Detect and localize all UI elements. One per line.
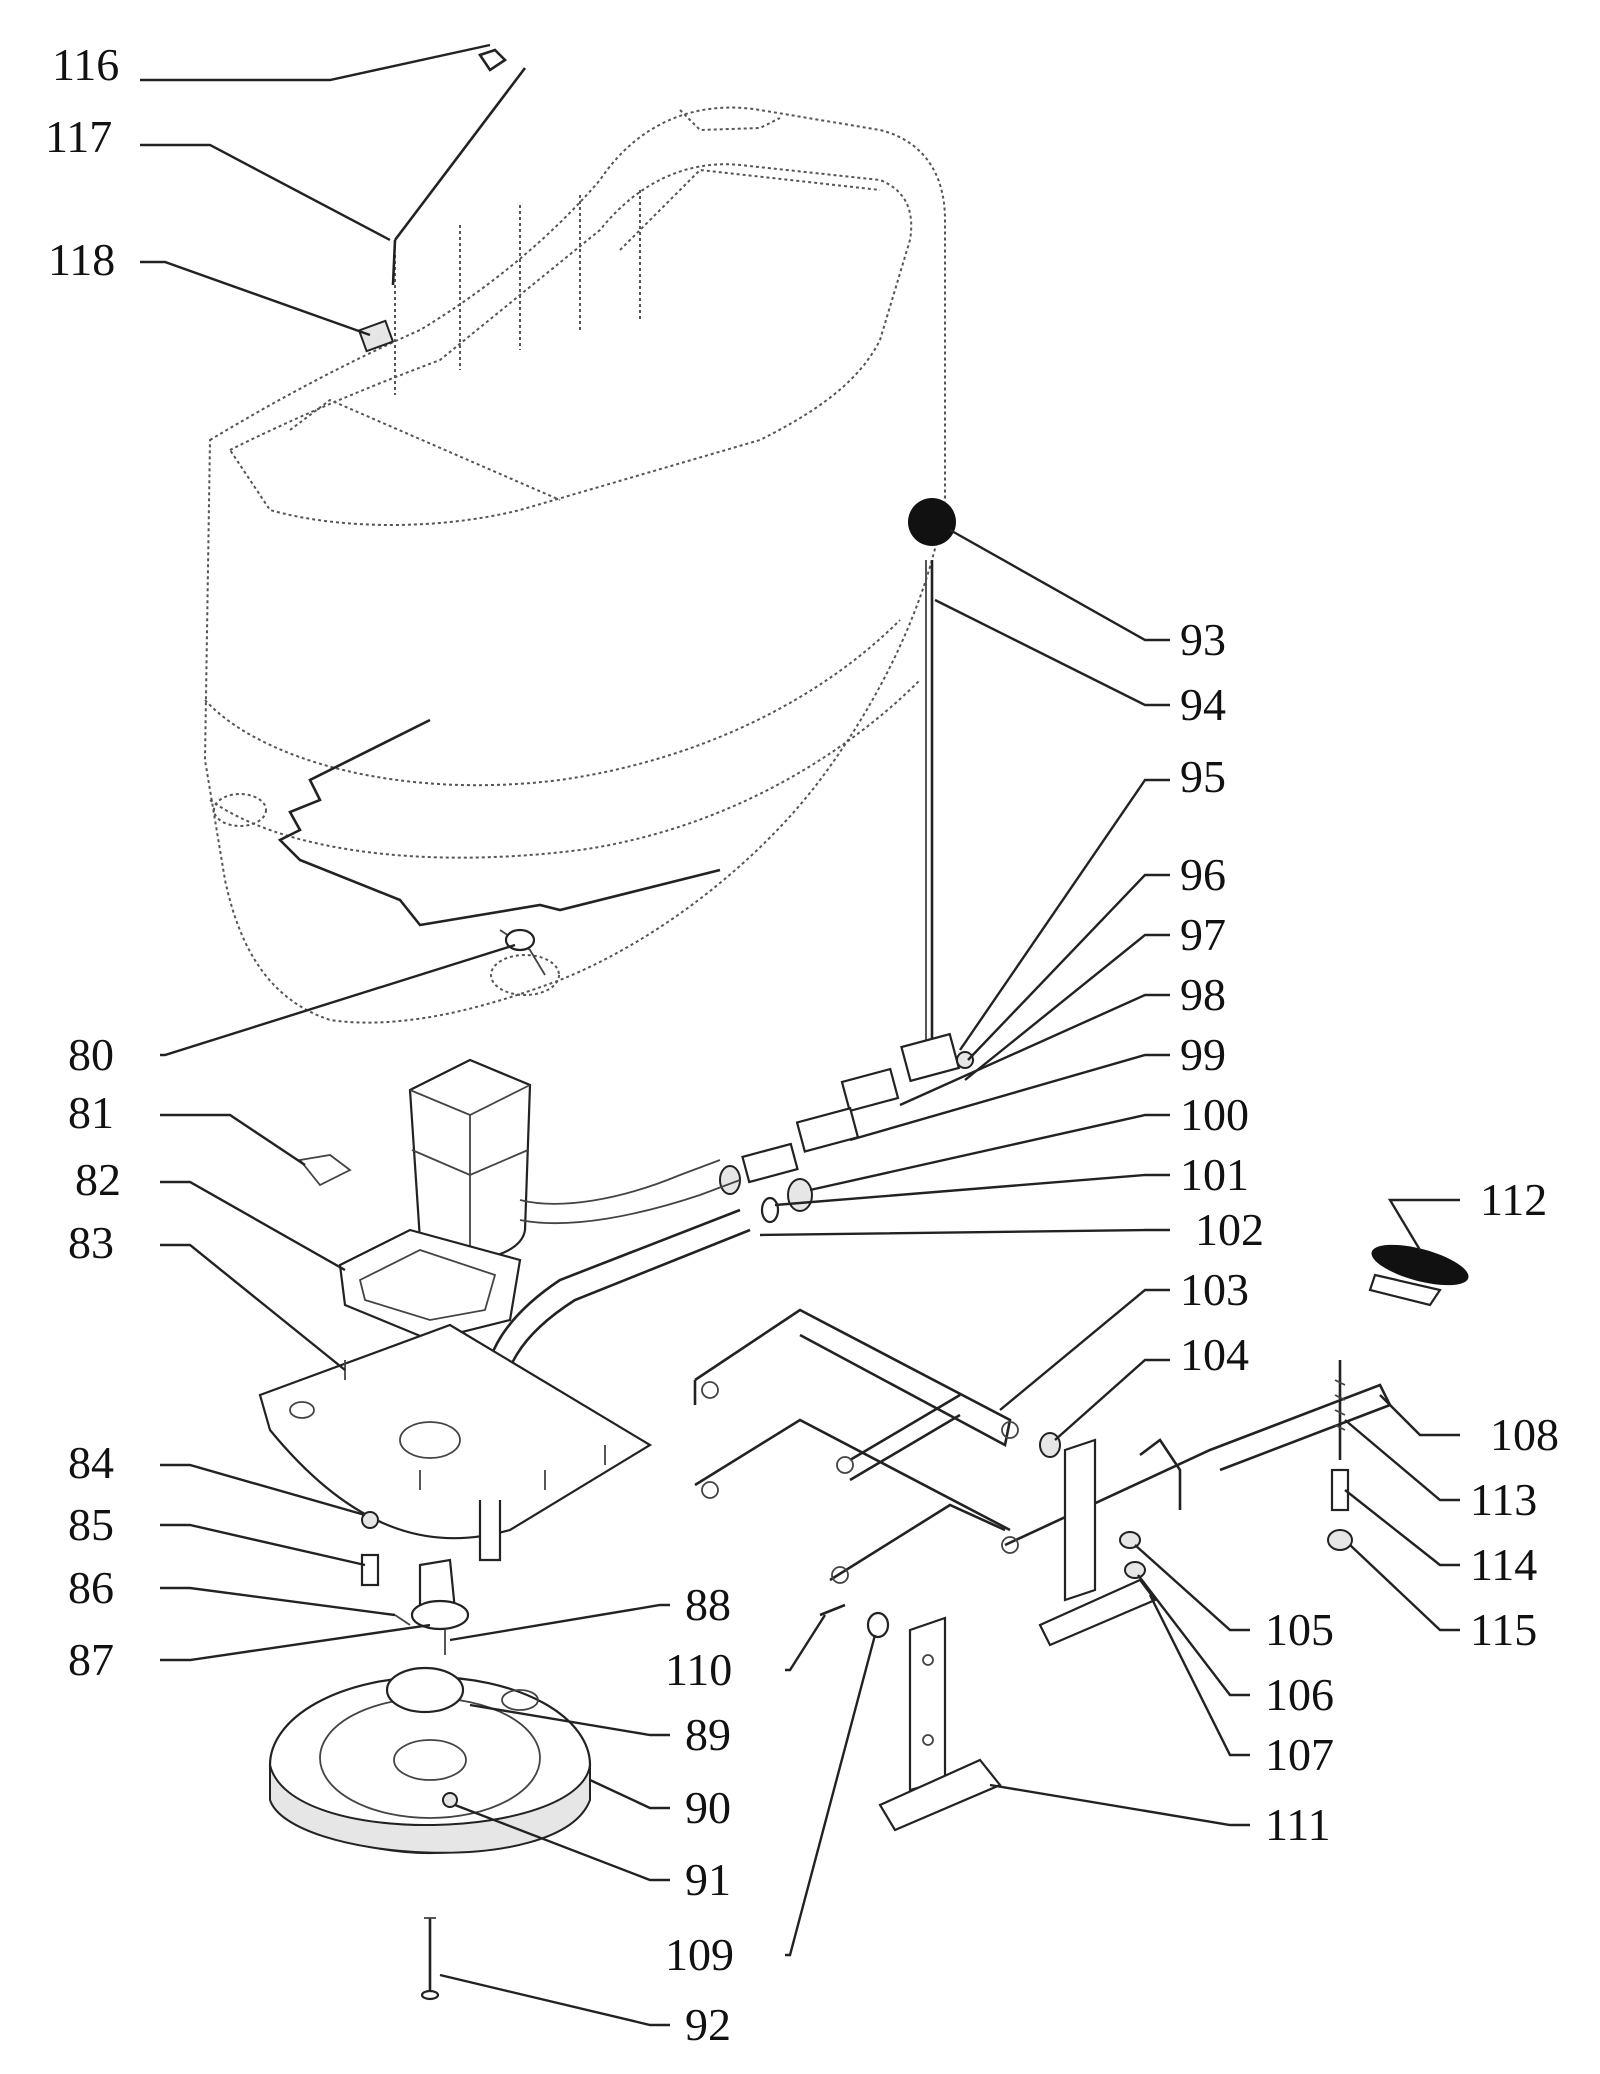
label-118: 118 bbox=[48, 234, 115, 285]
label-105: 105 bbox=[1265, 1604, 1334, 1655]
label-115: 115 bbox=[1470, 1604, 1537, 1655]
label-95: 95 bbox=[1180, 751, 1226, 802]
label-100: 100 bbox=[1180, 1089, 1249, 1140]
pedal-assembly bbox=[1327, 1244, 1469, 1551]
bracket-assembly bbox=[819, 1603, 1002, 1832]
label-96: 96 bbox=[1180, 849, 1226, 900]
label-88: 88 bbox=[685, 1579, 731, 1630]
base-plate bbox=[258, 1323, 653, 1562]
label-91: 91 bbox=[685, 1854, 731, 1905]
hub-fasteners bbox=[360, 1511, 470, 1655]
label-111: 111 bbox=[1265, 1799, 1331, 1850]
label-101: 101 bbox=[1180, 1149, 1249, 1200]
label-99: 99 bbox=[1180, 1029, 1226, 1080]
label-108: 108 bbox=[1490, 1409, 1559, 1460]
label-86: 86 bbox=[68, 1562, 114, 1613]
label-114: 114 bbox=[1470, 1539, 1537, 1590]
label-107: 107 bbox=[1265, 1729, 1334, 1780]
label-97: 97 bbox=[1180, 909, 1226, 960]
leader-lines bbox=[140, 43, 1460, 2027]
label-84: 84 bbox=[68, 1437, 114, 1488]
label-80: 80 bbox=[68, 1029, 114, 1080]
label-102: 102 bbox=[1195, 1204, 1264, 1255]
label-92: 92 bbox=[685, 1999, 731, 2050]
label-112: 112 bbox=[1480, 1174, 1547, 1225]
label-98: 98 bbox=[1180, 969, 1226, 1020]
label-113: 113 bbox=[1470, 1474, 1537, 1525]
label-89: 89 bbox=[685, 1709, 731, 1760]
label-82: 82 bbox=[75, 1154, 121, 1205]
motor-assembly bbox=[298, 1058, 751, 1421]
label-106: 106 bbox=[1265, 1669, 1334, 1720]
label-81: 81 bbox=[68, 1087, 114, 1138]
frame-assembly bbox=[693, 1308, 1392, 1647]
label-83: 83 bbox=[68, 1217, 114, 1268]
valve-fittings bbox=[719, 1032, 974, 1224]
label-87: 87 bbox=[68, 1634, 114, 1685]
handle-rod-assembly bbox=[357, 48, 527, 353]
knob-and-rod bbox=[908, 498, 956, 1050]
label-110: 110 bbox=[665, 1644, 732, 1695]
label-117: 117 bbox=[45, 111, 112, 162]
label-85: 85 bbox=[68, 1499, 114, 1550]
label-109: 109 bbox=[665, 1929, 734, 1980]
brush-disc bbox=[268, 1666, 592, 2001]
label-94: 94 bbox=[1180, 679, 1226, 730]
part-labels: 116 117 118 93 94 95 96 97 98 99 100 101… bbox=[45, 39, 1559, 2050]
label-103: 103 bbox=[1180, 1264, 1249, 1315]
label-90: 90 bbox=[685, 1782, 731, 1833]
label-104: 104 bbox=[1180, 1329, 1249, 1380]
tank-body bbox=[203, 106, 946, 1024]
label-116: 116 bbox=[52, 39, 119, 90]
label-93: 93 bbox=[1180, 614, 1226, 665]
